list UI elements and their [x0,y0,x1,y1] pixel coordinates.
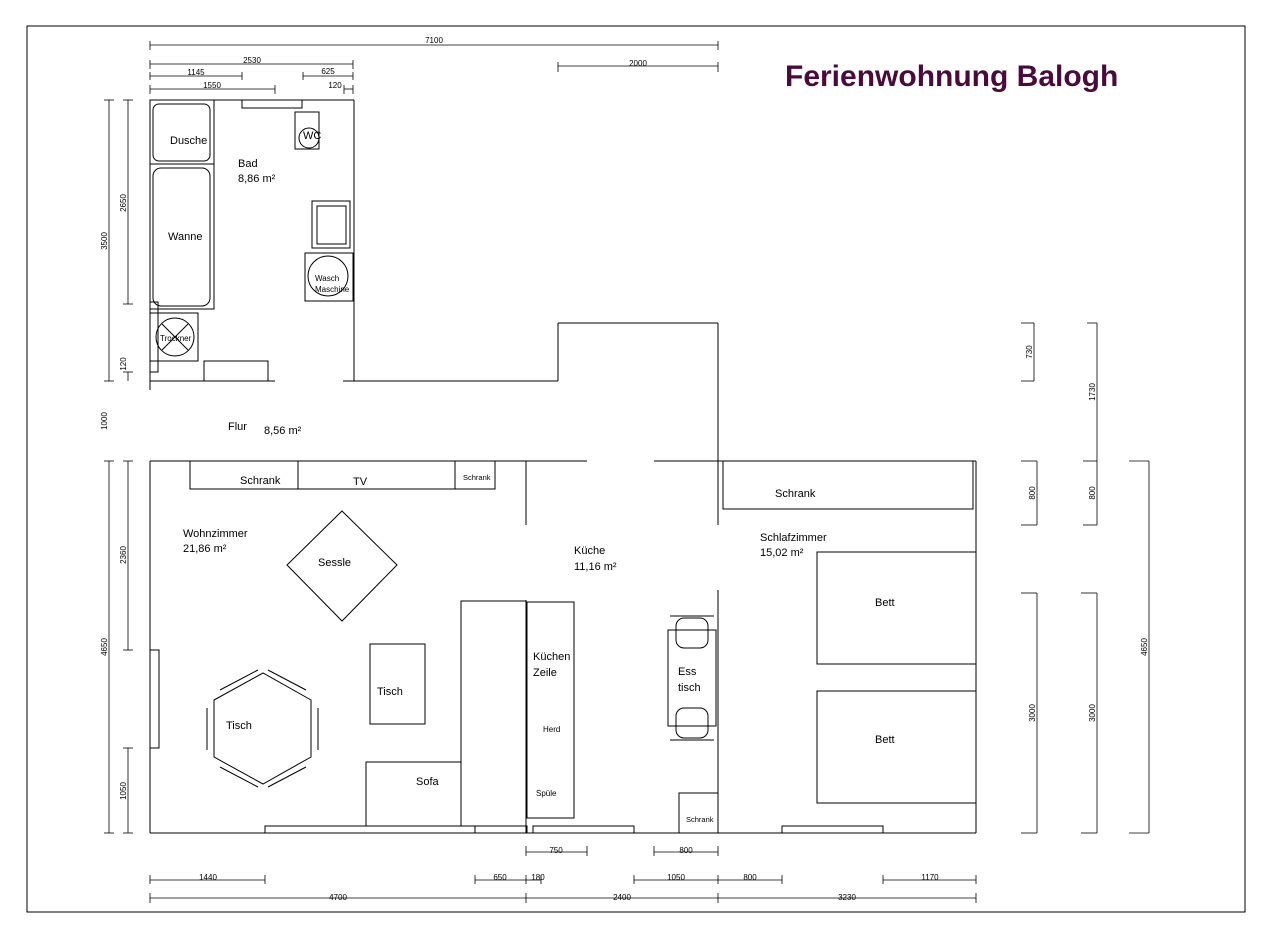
sofa-label: Sofa [416,776,440,788]
waschmaschine-label-2: Maschine [315,285,350,294]
bathroom-fixtures [149,99,354,382]
kuechenzeile-label-1: Küchen [533,651,570,663]
living-room-furniture [149,460,528,834]
wc-label: WC [303,130,321,142]
dim-label: 1550 [203,81,221,90]
trockner-label: Trockner [160,334,192,343]
dim-label: 3230 [838,893,856,902]
dim-label: 4650 [1140,638,1149,656]
dim-label: 800 [1088,486,1097,500]
kuechenzeile-label-2: Zeile [533,667,557,679]
tisch-square-label: Tisch [377,686,403,698]
bett-label-1: Bett [875,597,895,609]
dim-label: 4650 [100,638,109,656]
wohnzimmer-area: 21,86 m² [183,543,227,555]
page-frame [26,25,1246,913]
dim-label: 800 [679,846,693,855]
dim-label: 800 [1028,486,1037,500]
kueche-label: Küche [574,545,605,557]
dim-label: 2530 [243,56,261,65]
dim-label: 1145 [187,68,205,77]
tisch-hex-label: Tisch [226,720,252,732]
dim-label: 120 [328,81,342,90]
dim-label: 650 [493,873,507,882]
dim-label: 1170 [921,873,939,882]
dim-label: 120 [119,357,128,371]
dim-label: 1050 [119,782,128,800]
dim-label: 4700 [329,893,347,902]
esstisch-label-1: Ess [678,666,697,678]
dusche-label: Dusche [170,135,207,147]
dim-label: 1730 [1088,383,1097,401]
dim-label: 2400 [613,893,631,902]
dim-label: 730 [1025,345,1034,359]
spuele-label: Spüle [536,789,557,798]
dim-label: 1000 [100,412,109,430]
wanne-label: Wanne [168,231,202,243]
dim-label: 2000 [629,59,647,68]
dim-label: 3500 [100,232,109,250]
dim-label: 2650 [119,194,128,212]
dim-label: 800 [743,873,757,882]
walls [149,99,977,834]
tv-label: TV [353,476,368,488]
dim-label: 3000 [1028,704,1037,722]
kueche-area: 11,16 m² [574,561,617,573]
flur-label: Flur [228,421,247,433]
sessel-label: Sessle [318,557,351,569]
bad-label: Bad [238,158,258,170]
dim-label: 1440 [199,873,217,882]
dim-label: 180 [531,873,545,882]
bedroom-furniture [722,460,977,834]
wohnzimmer-label: Wohnzimmer [183,528,248,540]
dim-label: 3000 [1088,704,1097,722]
schrank-kitchen-label: Schrank [686,815,714,824]
bett-label-2: Bett [875,734,895,746]
kitchen-furniture [526,601,719,834]
flur-area: 8,56 m² [264,425,302,437]
dim-label: 750 [549,846,563,855]
dim-label: 7100 [425,36,443,45]
esstisch-label-2: tisch [678,682,701,694]
schrank-small-label: Schrank [463,473,491,482]
bad-area: 8,86 m² [238,173,276,185]
dim-label: 1050 [667,873,685,882]
schlafzimmer-label: Schlafzimmer [760,532,827,544]
dim-label: 625 [321,67,335,76]
waschmaschine-label-1: Wasch [315,274,339,283]
plan-title: Ferienwohnung Balogh [785,60,1119,93]
herd-label: Herd [543,725,560,734]
dimension-lines [104,41,1150,903]
schrank-label: Schrank [240,475,281,487]
schlafzimmer-area: 15,02 m² [760,547,804,559]
schrank-bedroom-label: Schrank [775,488,816,500]
dim-label: 2360 [119,546,128,564]
